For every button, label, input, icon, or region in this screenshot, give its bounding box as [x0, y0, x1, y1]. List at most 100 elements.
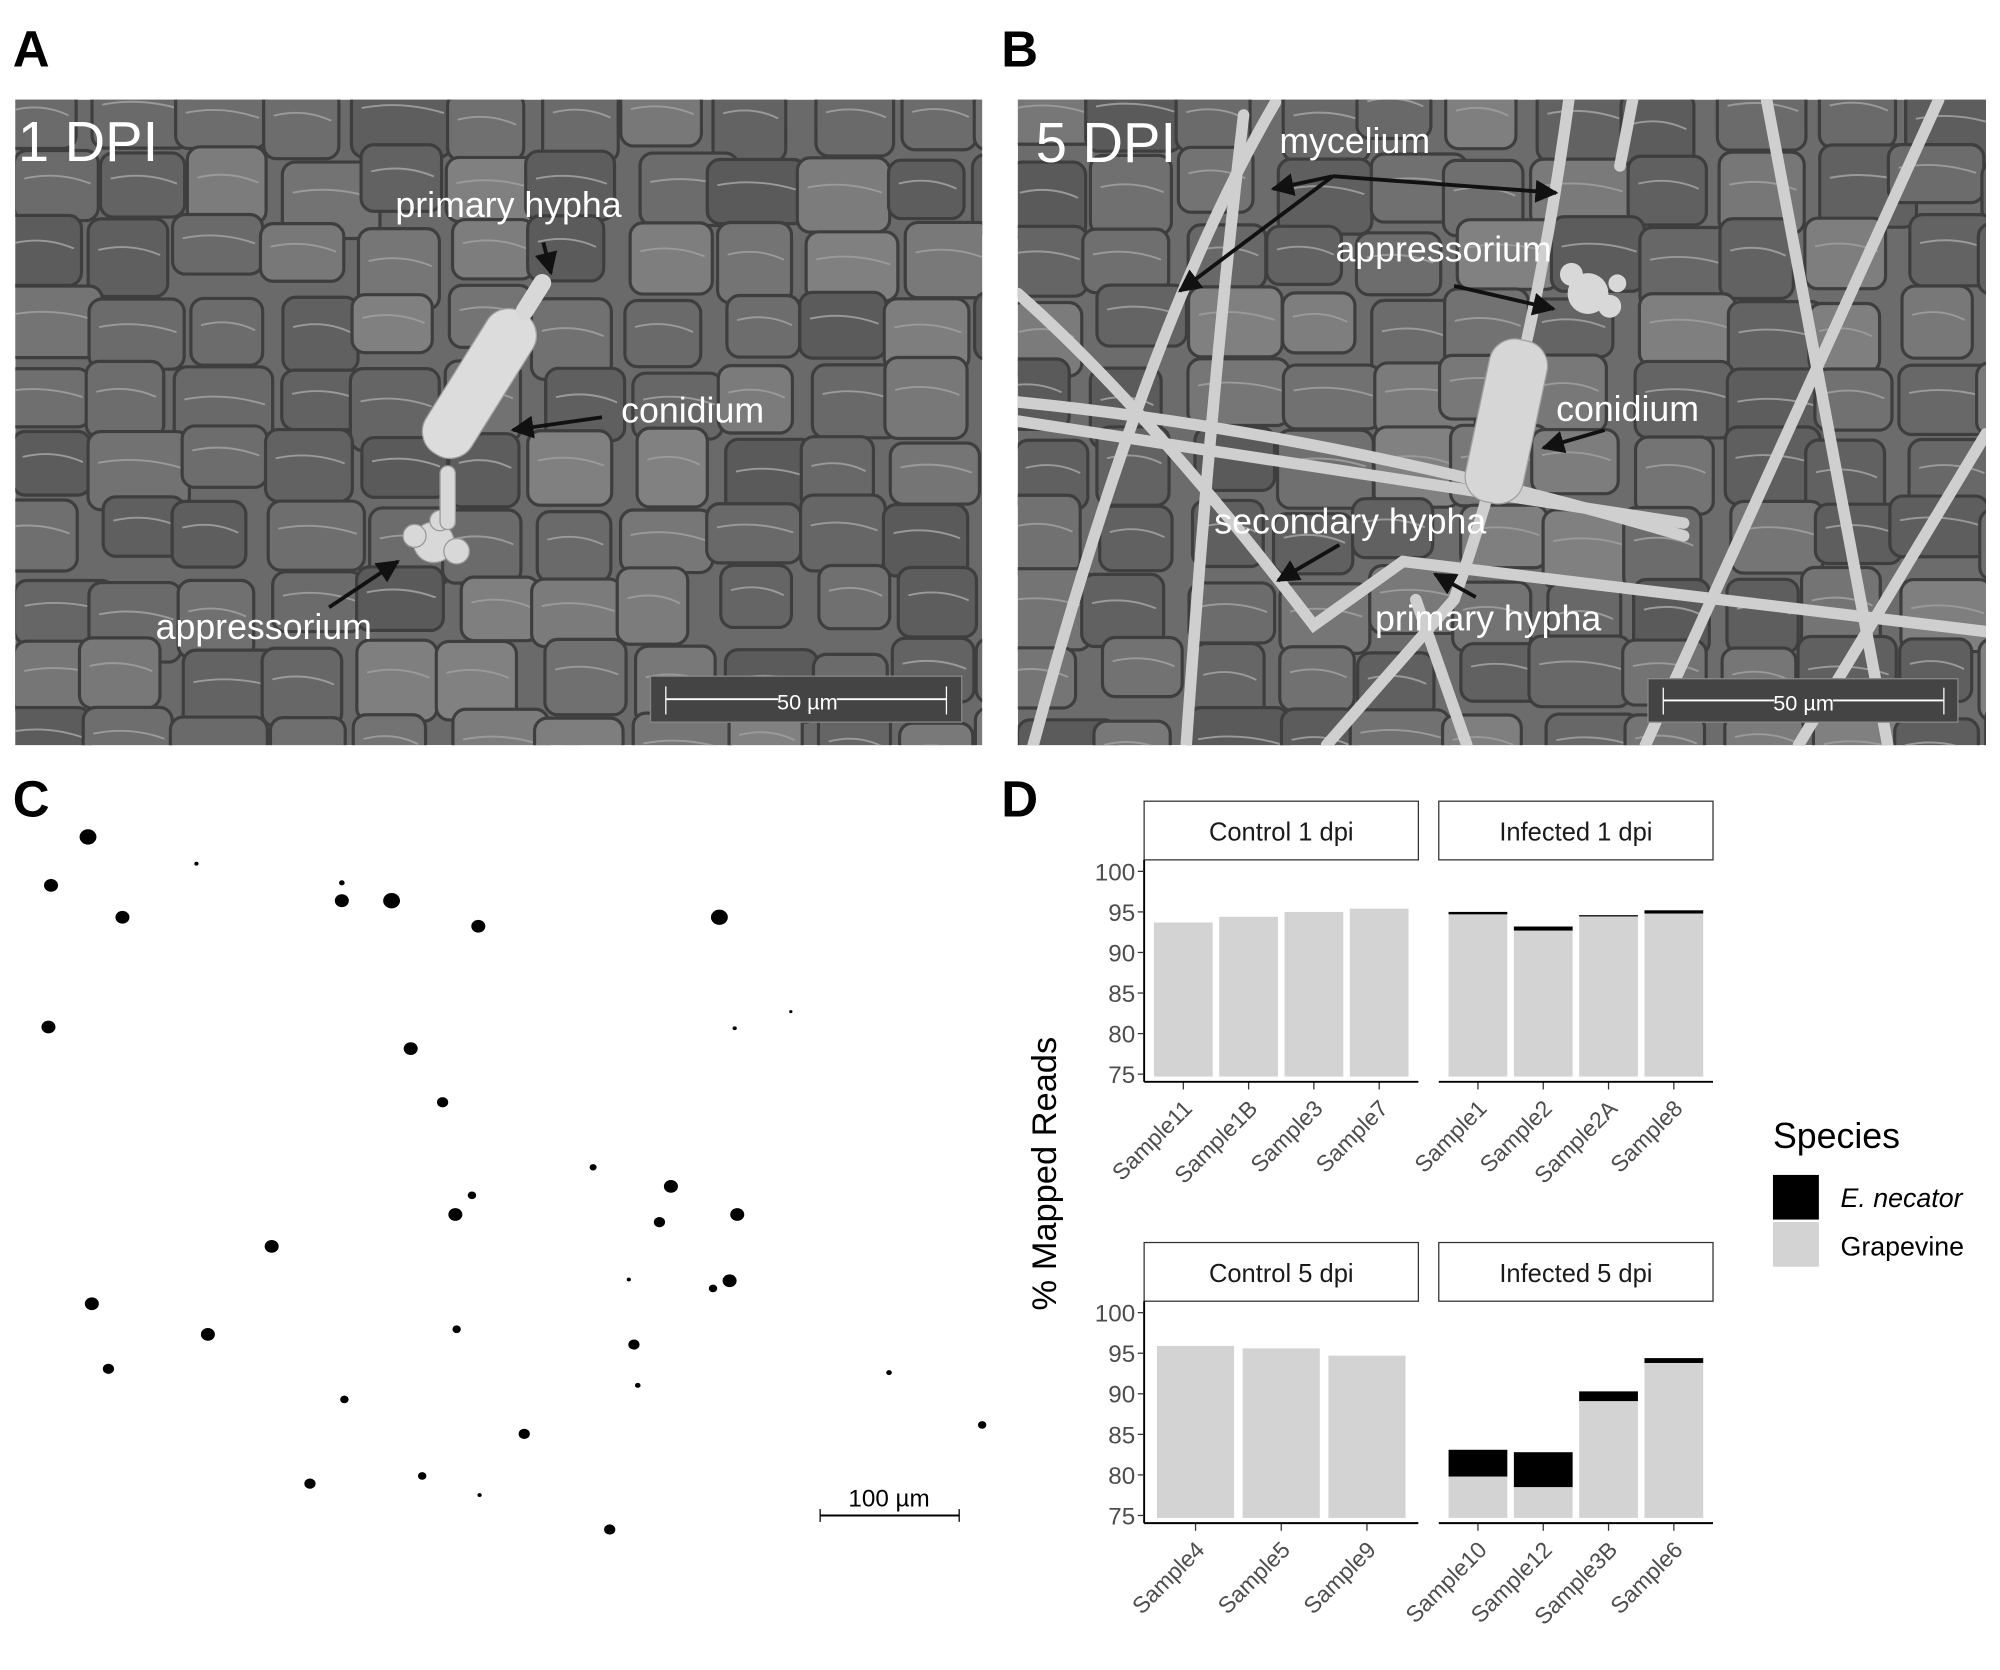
facet-strip	[1143, 1241, 1420, 1302]
conidium-dot	[708, 1284, 718, 1293]
leaf-cell	[881, 502, 970, 578]
leaf-cell	[281, 295, 360, 374]
leaf-cell	[81, 705, 174, 746]
leaf-cell	[1975, 361, 1986, 437]
bar-grapevine	[1284, 911, 1344, 1077]
sem-image-b	[1017, 99, 1986, 746]
leaf-cell	[628, 221, 714, 296]
y-tick-label: 90	[1108, 940, 1135, 967]
conidium-dot	[722, 1274, 737, 1288]
conidium-dot	[589, 1164, 597, 1171]
bar-grapevine	[1513, 1487, 1573, 1518]
leaf-cell	[618, 508, 715, 575]
panel-label-d: D	[1001, 771, 1038, 828]
conidium-dot	[626, 1277, 631, 1282]
y-tick-label: 80	[1108, 1463, 1135, 1490]
leaf-cell	[1984, 711, 1986, 746]
leaf-cell	[87, 297, 186, 371]
conidium-dot	[604, 1524, 616, 1535]
leaf-cell	[1081, 227, 1171, 295]
leaf-cell	[526, 214, 606, 283]
leaf-cell	[530, 577, 624, 649]
leaf-cell	[1633, 435, 1715, 516]
x-tick-label: Sample9	[1298, 1536, 1380, 1618]
leaf-cell	[973, 707, 983, 746]
legend-swatch-e-necator	[1772, 1174, 1819, 1220]
y-tick-label: 100	[1095, 1301, 1135, 1328]
svg-text:50 µm: 50 µm	[777, 689, 838, 714]
legend-swatch-grapevine	[1772, 1222, 1819, 1267]
conidium-structure	[421, 273, 552, 460]
label-primary-hypha: primary hypha	[395, 185, 621, 225]
bar-e-necator	[1448, 911, 1508, 915]
leaf-cell	[1278, 645, 1356, 713]
leaf-cell	[888, 441, 982, 506]
leaf-cell	[168, 715, 269, 746]
conidium-dot	[44, 879, 59, 892]
leaf-cell	[705, 502, 803, 565]
conidium-dot	[304, 1478, 316, 1489]
leaf-cell	[445, 99, 526, 163]
conidium-dot	[886, 1370, 892, 1376]
bar-grapevine	[1219, 916, 1278, 1077]
leaf-cell	[86, 217, 170, 299]
leaf-cell	[262, 99, 341, 161]
leaf-cell	[1811, 715, 1907, 746]
leaf-cell	[98, 151, 187, 219]
leaf-cell	[1355, 99, 1433, 141]
conidium-dot	[518, 1428, 530, 1439]
leaf-cell	[635, 426, 709, 509]
leaf-cell	[1535, 99, 1630, 164]
leaf-cell	[817, 563, 892, 631]
conidium-dot	[115, 910, 130, 924]
scale-bar-b: 50 µm	[1647, 678, 1959, 723]
x-tick-label: Sample4	[1127, 1536, 1210, 1619]
leaf-cell	[77, 636, 162, 710]
mapped-reads-chart: Control 1 dpiSample11Sample1BSample3Samp…	[1095, 800, 1714, 1630]
leaf-cell	[814, 99, 896, 158]
label-secondary-hypha: secondary hypha	[1214, 501, 1486, 541]
leaf-cell	[15, 213, 84, 287]
leaf-cell	[1976, 222, 1986, 295]
leaf-cell	[886, 158, 966, 221]
conidium-dot	[477, 1493, 482, 1497]
conidium-dot	[436, 1097, 449, 1108]
leaf-cell	[1888, 494, 1986, 559]
x-tick-label: Sample8	[1605, 1095, 1687, 1177]
leaf-cell	[719, 563, 794, 630]
leaf-cell	[15, 284, 104, 360]
leaf-cell	[725, 293, 802, 359]
conidia-density-image	[41, 829, 987, 1535]
svg-text:50 µm: 50 µm	[1773, 691, 1834, 716]
leaf-cell	[15, 498, 79, 573]
leaf-cell	[1186, 285, 1284, 359]
bar-grapevine	[1579, 915, 1638, 1077]
appressorium-structure	[1559, 262, 1627, 318]
bar-grapevine	[1644, 1362, 1704, 1518]
x-tick-label: Sample7	[1311, 1095, 1393, 1177]
leaf-cell	[1017, 357, 1071, 432]
leaf-cell	[1637, 292, 1738, 368]
conidium-structure	[1464, 338, 1549, 505]
legend: Species E. necator Grapevine	[1773, 1116, 1964, 1267]
leaf-cell	[970, 153, 983, 235]
bar-grapevine	[1349, 908, 1409, 1077]
y-axis-title: % Mapped Reads	[1026, 1037, 1064, 1311]
bar-grapevine	[1153, 922, 1213, 1077]
leaf-cell	[798, 290, 888, 360]
leaf-cell	[1817, 99, 1898, 150]
leaf-cell	[1718, 217, 1795, 301]
conidium-dot	[334, 894, 349, 908]
bar-e-necator	[1448, 1449, 1508, 1477]
leaf-cell	[1977, 638, 1986, 721]
y-tick-label: 95	[1108, 1341, 1135, 1368]
y-tick-label: 80	[1108, 1022, 1135, 1049]
y-tick-label: 90	[1108, 1382, 1135, 1409]
legend-title: Species	[1773, 1116, 1900, 1156]
leaf-cell	[15, 429, 93, 497]
conidium-dot	[653, 1217, 666, 1228]
annotation-arrows-b	[1178, 173, 1606, 599]
bar-grapevine	[1448, 1476, 1508, 1518]
leaf-cell	[1626, 154, 1708, 227]
